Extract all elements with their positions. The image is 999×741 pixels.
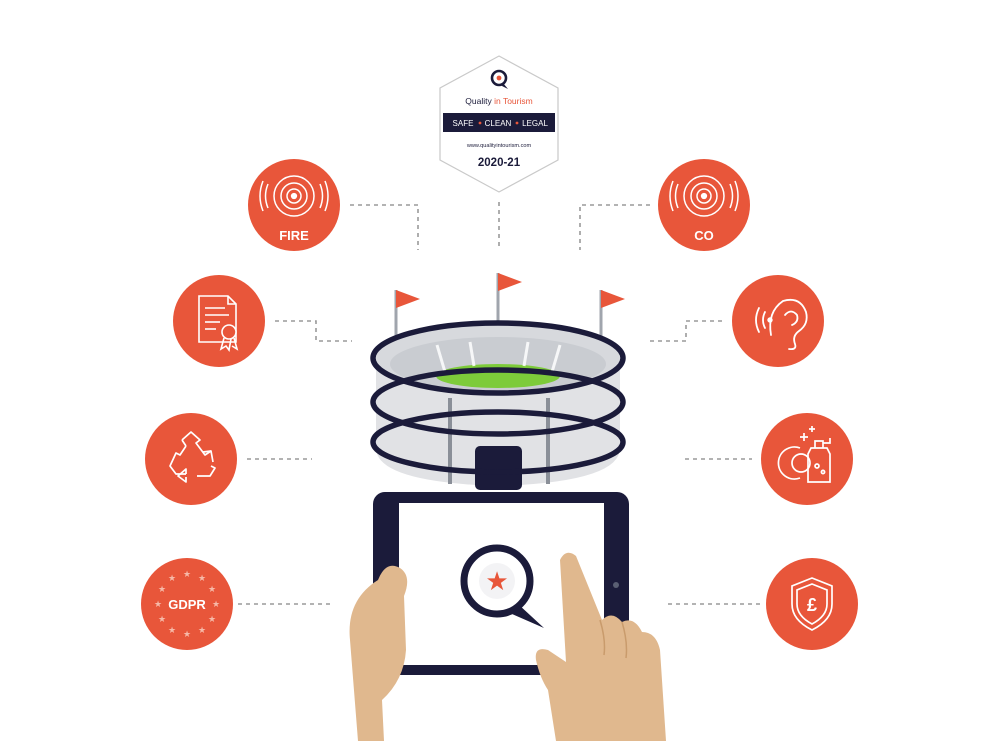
quality-badge: Quality in Tourism SAFE CLEAN LEGAL www.… [439,55,559,193]
badge-website: www.qualityintourism.com [466,143,532,149]
left-hand-icon [349,565,408,741]
recycle-icon-circle [145,413,237,505]
pound-shield-icon [791,577,833,631]
hearing-icon-circle [732,275,824,367]
svg-text:★: ★ [168,574,176,584]
gdpr-label: GDPR [168,597,206,612]
svg-text:★: ★ [154,600,162,610]
cleaning-icon-circle [761,413,853,505]
svg-text:★: ★ [212,600,220,610]
flag-right-icon [599,290,625,343]
flag-left-icon [394,290,420,343]
svg-text:★: ★ [158,585,166,595]
connector-lines [238,202,760,605]
co-label: CO [694,228,714,243]
stadium-illustration [370,273,626,490]
pointing-hand-icon[interactable] [535,552,666,741]
svg-text:★: ★ [168,626,176,636]
tablet-home-button [613,582,619,588]
svg-text:★: ★ [485,567,508,597]
pricing-icon-circle: £ [766,558,858,650]
pound-symbol: £ [807,595,817,615]
eu-stars-icon: ★ ★ ★ ★ ★ ★ ★ ★ ★ ★ ★ ★ [154,570,220,640]
co-detector-icon [669,175,739,217]
stadium-entrance [475,446,522,490]
badge-tag-legal: LEGAL [522,119,548,128]
connector-certificate [275,320,352,342]
quality-logo-icon [490,69,508,89]
svg-text:★: ★ [198,626,206,636]
connector-ear [648,320,722,342]
co-alarm-icon-circle: CO [658,159,750,251]
cleaning-products-icon [777,426,831,483]
certificate-icon [198,295,239,352]
smoke-detector-icon [259,175,329,217]
recycle-icon [169,431,216,483]
quality-app-logo-icon[interactable]: ★ [460,544,544,628]
connector-co [579,204,650,250]
svg-text:★: ★ [208,585,216,595]
connector-fire [350,204,419,250]
badge-tag-bar [443,113,555,132]
badge-year: 2020-21 [478,157,521,169]
badge-tag-clean: CLEAN [485,119,512,128]
badge-brand: Quality in Tourism [465,96,532,106]
badge-tag-safe: SAFE [453,119,474,128]
svg-text:★: ★ [198,574,206,584]
ear-icon [755,298,808,351]
svg-text:★: ★ [208,615,216,625]
svg-text:★: ★ [183,570,191,580]
fire-alarm-icon-circle: FIRE [248,159,340,251]
svg-text:★: ★ [158,615,166,625]
certificate-icon-circle [173,275,265,367]
svg-text:★: ★ [183,630,191,640]
fire-label: FIRE [279,228,309,243]
gdpr-icon-circle: ★ ★ ★ ★ ★ ★ ★ ★ ★ ★ ★ ★ GDPR [141,558,233,650]
